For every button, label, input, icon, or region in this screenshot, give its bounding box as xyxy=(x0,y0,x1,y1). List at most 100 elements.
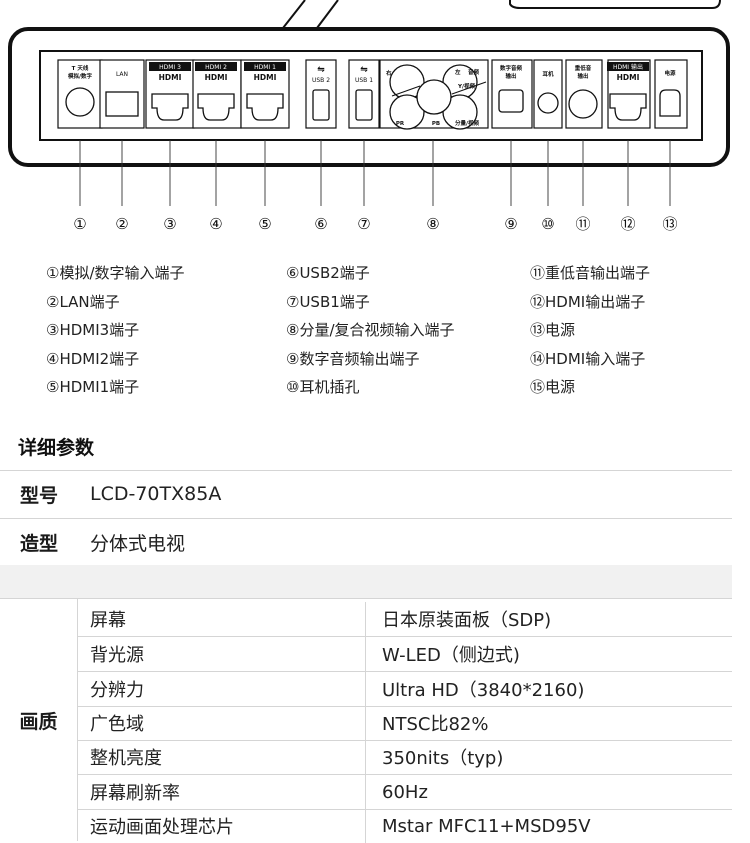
lan-port xyxy=(105,91,139,117)
port-label: 输出 xyxy=(577,72,589,80)
legend-item: ⑥USB2端子 xyxy=(286,264,370,282)
spec-key: 运动画面处理芯片 xyxy=(78,809,366,843)
spec-key: 分辨力 xyxy=(78,672,366,706)
legend-item: ⑧分量/复合视频输入端子 xyxy=(286,321,455,339)
quality-row: 屏幕刷新率 60Hz xyxy=(78,775,732,810)
port-label: 输出 xyxy=(505,72,517,80)
port-label: LAN xyxy=(116,71,128,78)
port-label: 重低音 xyxy=(575,64,592,72)
port-label: 左 xyxy=(454,68,461,76)
quality-row: 整机亮度 350nits（typ) xyxy=(78,740,732,775)
port-label: 右 xyxy=(386,69,392,77)
spacer-band xyxy=(0,565,732,598)
quality-table: 画质 屏幕 日本原装面板（SDP) 背光源 W-LED（侧边式) 分辨力 Ult… xyxy=(0,598,732,843)
callout-number: ⑬ xyxy=(662,215,677,233)
callout-number: ⑨ xyxy=(504,215,517,233)
legend-item: ⑭HDMI输入端子 xyxy=(530,349,646,368)
legend-item: ④HDMI2端子 xyxy=(46,349,140,368)
subwoofer-jack xyxy=(568,89,598,119)
divider xyxy=(451,81,487,95)
legend-item: ③HDMI3端子 xyxy=(46,321,140,339)
legend-col-3: ⑪重低音输出端子 ⑫HDMI输出端子 ⑬电源 ⑭HDMI输入端子 ⑮电源 xyxy=(530,259,650,402)
port-label: 分量/视频 xyxy=(455,119,480,127)
legend-col-2: ⑥USB2端子 ⑦USB1端子 ⑧分量/复合视频输入端子 ⑨数字音频输出端子 ⑩… xyxy=(286,259,455,402)
hdmi-port xyxy=(151,93,189,121)
spec-value: LCD-70TX85A xyxy=(90,483,222,505)
legend-item: ⑮电源 xyxy=(530,378,576,396)
quality-row: 广色域 NTSC比82% xyxy=(78,706,732,741)
spec-key: 广色域 xyxy=(78,706,366,740)
callout-number: ⑫ xyxy=(620,215,635,233)
port-label: 音频 xyxy=(468,68,480,76)
power-socket xyxy=(659,89,681,117)
spec-key: 屏幕刷新率 xyxy=(78,775,366,809)
port-label: ⇋ xyxy=(360,65,368,75)
spec-value: 350nits（typ) xyxy=(382,748,504,769)
legend-item: ②LAN端子 xyxy=(46,292,120,311)
legend-item: ⑤HDMI1端子 xyxy=(46,378,140,396)
quality-category: 画质 xyxy=(0,599,78,841)
usb-port xyxy=(312,89,330,121)
legend-col-1: ①模拟/数字输入端子 ②LAN端子 ③HDMI3端子 ④HDMI2端子 ⑤HDM… xyxy=(46,259,185,402)
quality-row: 背光源 W-LED（侧边式) xyxy=(78,637,732,672)
hdmi-banner xyxy=(244,62,286,71)
quality-row: 屏幕 日本原装面板（SDP) xyxy=(78,602,732,637)
hdmi-port xyxy=(197,93,235,121)
hdmi-port xyxy=(609,93,647,121)
rca-jack xyxy=(389,94,425,130)
callout-number: ⑧ xyxy=(426,215,439,233)
port-label: HDMI 1 xyxy=(254,64,276,71)
port-label: 模拟/数字 xyxy=(68,72,93,80)
port-label: 电源 xyxy=(664,69,676,77)
hdmi-banner xyxy=(607,62,649,71)
hdmi-banner xyxy=(195,62,237,71)
legend-item: ⑨数字音频输出端子 xyxy=(286,349,420,368)
spec-key: 整机亮度 xyxy=(78,740,366,774)
port-label: HDMI xyxy=(159,73,182,82)
port-label: PB xyxy=(432,121,440,127)
port-label: 耳机 xyxy=(542,70,554,78)
callout-number: ⑤ xyxy=(258,215,271,233)
callout-number: ⑩ xyxy=(541,215,554,233)
quality-row: 分辨力 Ultra HD（3840*2160) xyxy=(78,672,732,707)
port-label: PR xyxy=(396,121,405,127)
port-label: ⇋ xyxy=(317,65,325,75)
spec-key: 造型 xyxy=(20,532,59,555)
divider xyxy=(391,85,421,97)
port-label: HDMI xyxy=(205,73,228,82)
spec-row-model: 型号 LCD-70TX85A xyxy=(0,470,732,517)
spec-value: 日本原装面板（SDP) xyxy=(382,610,552,631)
hdmi-banner xyxy=(149,62,191,71)
legend-item: ⑫HDMI输出端子 xyxy=(530,292,646,311)
optical-port xyxy=(498,89,524,113)
spec-value: Ultra HD（3840*2160) xyxy=(382,680,585,701)
port-label: T 天线 xyxy=(72,64,89,72)
callout-number: ⑥ xyxy=(314,215,327,233)
spec-value: W-LED（侧边式) xyxy=(382,645,520,666)
port-label: USB 1 xyxy=(355,77,373,84)
callout-number: ② xyxy=(115,215,128,233)
port-label: HDMI xyxy=(617,73,640,82)
port-label: USB 2 xyxy=(312,77,330,84)
quality-row: 运动画面处理芯片 Mstar MFC11+MSD95V xyxy=(78,809,732,843)
port-label: 数字音频 xyxy=(500,64,523,72)
rca-jack xyxy=(416,79,452,115)
spec-key: 屏幕 xyxy=(78,602,366,636)
spec-key: 型号 xyxy=(20,484,59,507)
legend-item: ⑪重低音输出端子 xyxy=(530,264,651,282)
port-label: Y/视频 xyxy=(457,82,475,90)
usb-port xyxy=(355,89,373,121)
hdmi-port xyxy=(246,93,284,121)
legend-item: ⑩耳机插孔 xyxy=(286,378,360,396)
section-title: 详细参数 xyxy=(18,437,95,459)
spec-key: 背光源 xyxy=(78,637,366,671)
port-label: HDMI 3 xyxy=(159,64,181,71)
port-label: HDMI 2 xyxy=(205,64,227,71)
legend-item: ⑬电源 xyxy=(530,321,576,339)
legend-item: ⑦USB1端子 xyxy=(286,292,370,311)
headphone-jack xyxy=(537,92,559,114)
callout-number: ⑦ xyxy=(357,215,370,233)
spec-value: Mstar MFC11+MSD95V xyxy=(382,815,591,837)
callout-number: ① xyxy=(73,215,86,233)
